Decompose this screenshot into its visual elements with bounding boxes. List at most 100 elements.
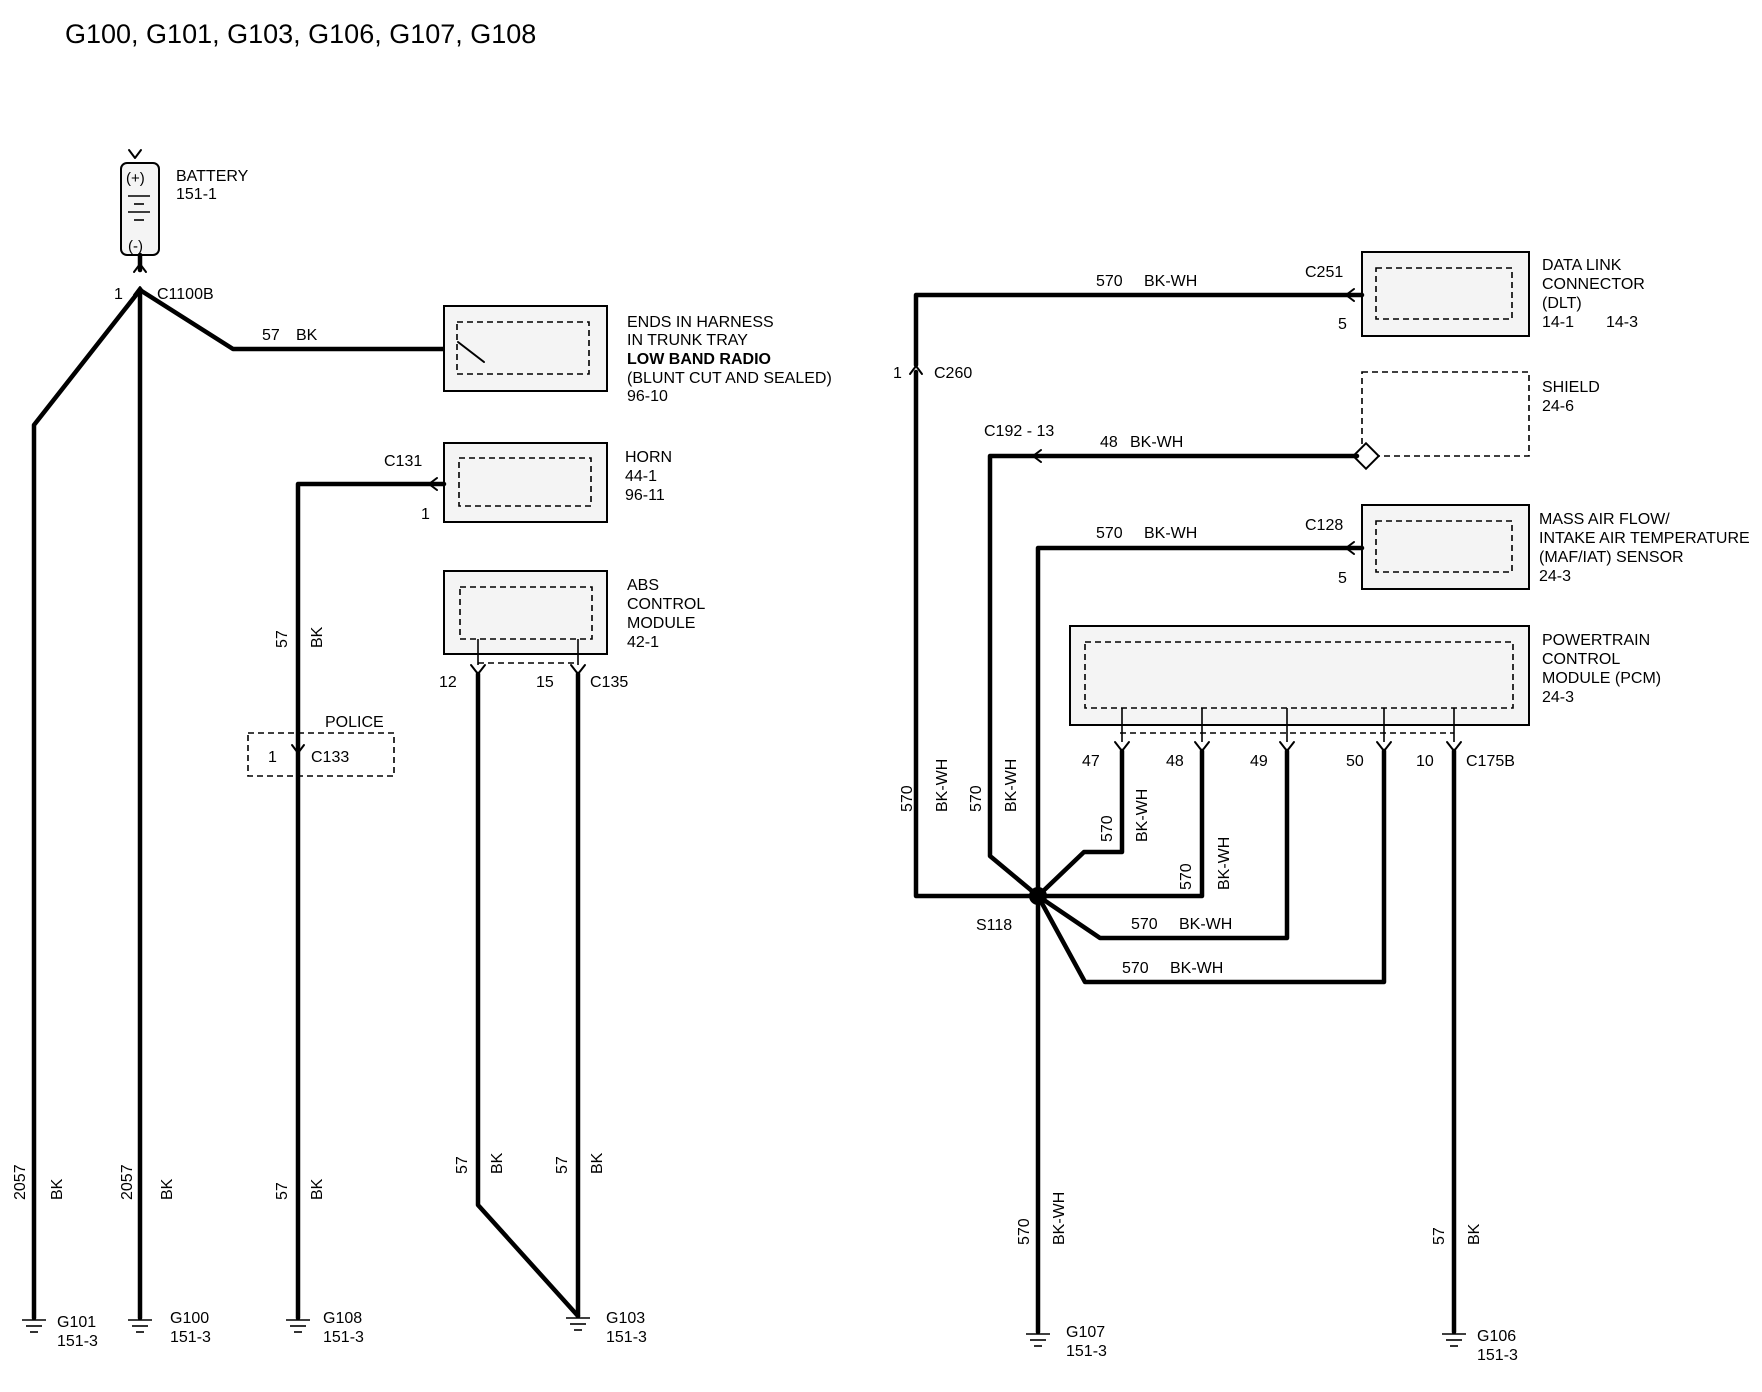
page-title: G100, G101, G103, G106, G107, G108: [65, 19, 536, 49]
g106-ref: 151-3: [1477, 1347, 1518, 1364]
shield-label: SHIELD: [1542, 379, 1600, 396]
shield-ref: 24-6: [1542, 398, 1574, 415]
maf-wire-color: BK-WH: [1144, 525, 1197, 542]
wire-570-maf-to-s118: [1035, 545, 1365, 899]
abs-line-2: CONTROL: [627, 596, 705, 613]
dlc-line-2: CONNECTOR: [1542, 276, 1645, 293]
c128-label: C128: [1305, 517, 1343, 534]
battery-ref: 151-1: [176, 186, 217, 203]
pcm47-wire-circuit: 570: [1099, 815, 1116, 842]
c128-pin: 5: [1338, 570, 1347, 587]
shield-diamond-icon: [1351, 441, 1381, 471]
pcm50-wire-color: BK-WH: [1170, 960, 1223, 977]
pcm-box: [1069, 625, 1530, 726]
radio-wire-circuit: 57: [262, 327, 280, 344]
pcm48-wire-circuit: 570: [1178, 863, 1195, 890]
radio-line-3: LOW BAND RADIO: [627, 351, 771, 368]
g107-ref: 151-3: [1066, 1343, 1107, 1360]
shield-wire-v-circuit: 570: [968, 785, 985, 812]
horn-ref-1: 44-1: [625, 468, 657, 485]
c1100b-label: C1100B: [157, 286, 214, 303]
battery-symbol: (+) (-): [120, 149, 160, 273]
c260-wire-color: BK-WH: [934, 759, 951, 812]
dlc-wire-color: BK-WH: [1144, 273, 1197, 290]
pcm-line-1: POWERTRAIN: [1542, 632, 1650, 649]
maf-line-2: INTAKE AIR TEMPERATURE: [1539, 530, 1750, 547]
ground-icon-g107: [1026, 1333, 1050, 1347]
g103-label: G103: [606, 1310, 645, 1327]
wire-57-to-radio: [137, 287, 468, 352]
g100-wire-color: BK: [159, 1178, 176, 1200]
c133-pin: 1: [268, 749, 277, 766]
police-label: POLICE: [325, 714, 384, 731]
pcm-pin-48: 48: [1166, 753, 1184, 770]
g101-wire-color: BK: [49, 1178, 66, 1200]
g101-label: G101: [57, 1314, 96, 1331]
maf-line-1: MASS AIR FLOW/: [1539, 511, 1670, 528]
g108-wire-circuit: 57: [274, 1182, 291, 1200]
wire-57-horn-to-g108: [295, 481, 447, 1321]
dlc-wire-circuit: 570: [1096, 273, 1123, 290]
pcm-pin-50: 50: [1346, 753, 1364, 770]
g101-wire-circuit: 2057: [12, 1164, 29, 1200]
c251-pin: 5: [1338, 316, 1347, 333]
g108-ref: 151-3: [323, 1329, 364, 1346]
data-link-connector-box: [1361, 251, 1530, 337]
c251-label: C251: [1305, 264, 1343, 281]
horn-box: [443, 442, 608, 523]
abs-wire-b-circuit: 57: [554, 1156, 571, 1174]
radio-ref: 96-10: [627, 388, 668, 405]
abs-line-1: ABS: [627, 577, 659, 594]
shield-wire-circuit: 48: [1100, 434, 1118, 451]
battery-label: BATTERY: [176, 168, 249, 185]
wire-48-shield-to-s118: [987, 453, 1360, 899]
abs-wire-a-circuit: 57: [454, 1156, 471, 1174]
c133-optional-box: [247, 732, 395, 777]
radio-line-1: ENDS IN HARNESS: [627, 314, 774, 331]
horn-wire-color: BK: [309, 626, 326, 648]
g107-wire-color: BK-WH: [1051, 1192, 1068, 1245]
abs-module-box: [443, 570, 608, 655]
abs-wire-b-color: BK: [589, 1152, 606, 1174]
abs-pin-15: 15: [536, 674, 554, 691]
g107-label: G107: [1066, 1324, 1105, 1341]
low-band-radio-box: [443, 305, 608, 392]
c133-label: C133: [311, 749, 349, 766]
pcm50-wire-circuit: 570: [1122, 960, 1149, 977]
g108-wire-color: BK: [309, 1178, 326, 1200]
dlc-ref-a: 14-1: [1542, 314, 1574, 331]
pcm-pin-10: 10: [1416, 753, 1434, 770]
maf-line-3: (MAF/IAT) SENSOR: [1539, 549, 1684, 566]
c1100b-pin: 1: [114, 286, 123, 303]
radio-wire-color: BK: [296, 327, 318, 344]
pcm49-wire-circuit: 570: [1131, 916, 1158, 933]
wire-570-c260-to-s118: [913, 369, 1041, 899]
pcm-pin-47: 47: [1082, 753, 1100, 770]
g107-wire-circuit: 570: [1016, 1218, 1033, 1245]
wire-57-abs-12-to-g103: [475, 671, 581, 1319]
radio-line-4: (BLUNT CUT AND SEALED): [627, 370, 832, 387]
wire-570-pcm48-to-s118: [1035, 748, 1205, 899]
abs-ref: 42-1: [627, 634, 659, 651]
maf-wire-circuit: 570: [1096, 525, 1123, 542]
radio-line-2: IN TRUNK TRAY: [627, 332, 748, 349]
maf-ref: 24-3: [1539, 568, 1571, 585]
maf-iat-sensor-box: [1361, 504, 1530, 590]
c135-label: C135: [590, 674, 628, 691]
dlc-ref-b: 14-3: [1606, 314, 1638, 331]
c260-pin: 1: [893, 365, 902, 382]
c260-label: C260: [934, 365, 972, 382]
g106-label: G106: [1477, 1328, 1516, 1345]
g108-label: G108: [323, 1310, 362, 1327]
shield-wire-v-color: BK-WH: [1003, 759, 1020, 812]
pcm47-wire-color: BK-WH: [1134, 789, 1151, 842]
wire-2057-to-g101: [31, 287, 143, 1321]
c131-label: C131: [384, 453, 422, 470]
ground-icon-g100: [128, 1319, 152, 1333]
horn-label: HORN: [625, 449, 672, 466]
shield-box: [1361, 371, 1530, 457]
g106-wire-circuit: 57: [1431, 1227, 1448, 1245]
g106-wire-color: BK: [1466, 1223, 1483, 1245]
battery-minus-label: (-): [128, 238, 143, 255]
